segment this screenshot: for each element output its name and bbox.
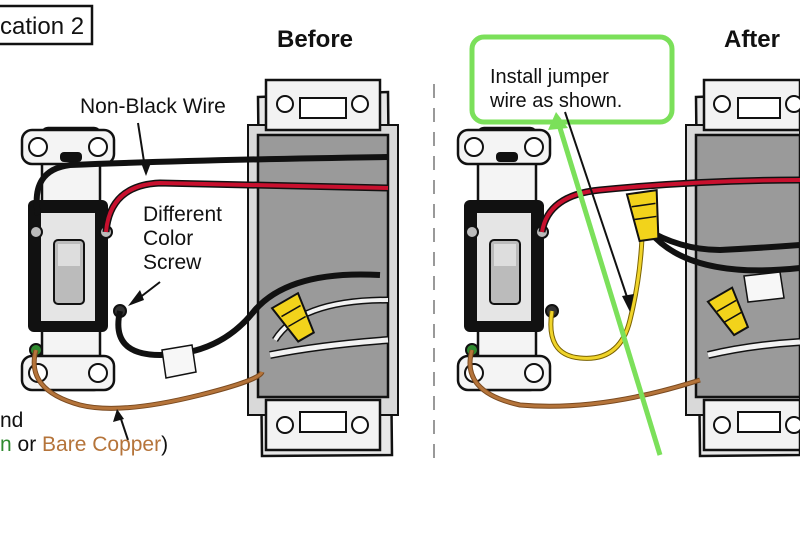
jumper-wire xyxy=(549,237,644,360)
light-switch-before xyxy=(20,126,127,392)
electrical-box-before xyxy=(247,78,399,458)
ground-arrow xyxy=(119,415,129,441)
after-title: After xyxy=(724,26,780,53)
callout-line2: wire as shown. xyxy=(489,90,622,112)
location-label: cation 2 xyxy=(0,4,94,46)
callout-line1: Install jumper xyxy=(490,66,609,88)
black-wire-load xyxy=(115,271,381,359)
red-wire-after xyxy=(540,178,800,233)
ground-label-partial: nd xyxy=(0,409,23,432)
non-black-wire-label: Non-Black Wire xyxy=(80,95,226,118)
red-wire xyxy=(104,180,389,233)
green-pointer-line xyxy=(557,127,663,456)
after-panel: Install jumper wire as shown. xyxy=(456,34,800,458)
wire-nut-jumper xyxy=(625,188,660,243)
black-wire-top xyxy=(33,154,389,216)
callout-arrow xyxy=(564,111,629,301)
wire-nut-after xyxy=(706,286,750,337)
callout-box: Install jumper wire as shown. xyxy=(469,34,675,125)
ground-colors-label: n or Bare Copper) xyxy=(0,433,168,456)
location-label-text: cation 2 xyxy=(0,13,84,40)
wire-nut xyxy=(270,291,316,343)
different-label-line1: Different xyxy=(143,203,222,226)
wires-before xyxy=(31,154,389,411)
wires-after xyxy=(467,176,800,409)
light-switch-after xyxy=(456,126,559,392)
different-label-line2: Color xyxy=(143,227,193,250)
before-panel: Non-Black Wire Different Color Screw nd … xyxy=(0,78,399,458)
before-title: Before xyxy=(277,26,353,53)
copper-ground-wire xyxy=(32,349,264,410)
different-label-line3: Screw xyxy=(143,251,202,274)
